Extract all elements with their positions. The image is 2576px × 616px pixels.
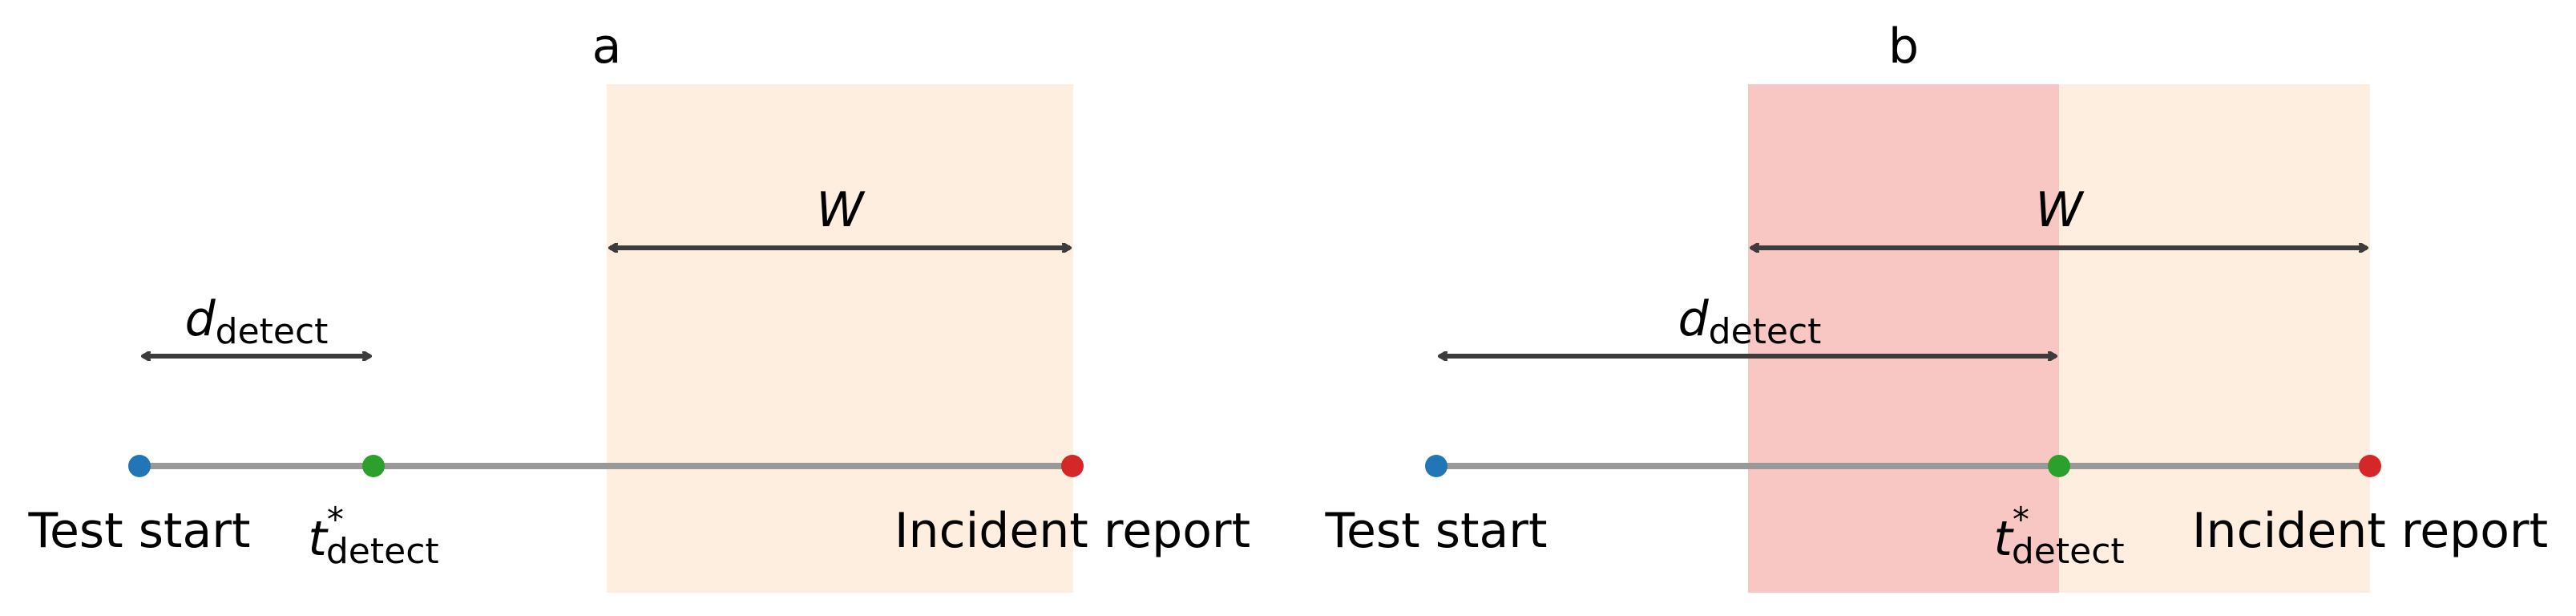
window-region-b: [2059, 84, 2370, 593]
panel-label-b: b: [1888, 18, 1919, 75]
start-label-b: Test start: [1325, 503, 1548, 559]
incident-label-b: Incident report: [2192, 503, 2548, 559]
panel-label-a: a: [592, 18, 622, 75]
window-label-a: W: [816, 182, 866, 238]
window-region-a: [607, 84, 1073, 593]
panel-a: a W ddetect Test start t*detect Incident…: [28, 18, 1250, 593]
overlap-region-b: [1748, 84, 2059, 593]
window-label-b: W: [2035, 182, 2085, 238]
detect-point-b: [2048, 455, 2070, 477]
start-label-a: Test start: [28, 503, 251, 559]
incident-label-a: Incident report: [894, 503, 1250, 559]
detect-point-a: [362, 455, 385, 477]
start-point-a: [128, 455, 151, 477]
start-point-b: [1425, 455, 1447, 477]
tdetect-label-a: t*detect: [308, 500, 438, 572]
incident-point-b: [2359, 455, 2381, 477]
panel-b: b W ddetect Test start t*detect Incident…: [1325, 18, 2548, 593]
incident-point-a: [1061, 455, 1084, 477]
tdetect-label-b: t*detect: [1993, 500, 2124, 572]
detect-label-b: ddetect: [1678, 291, 1822, 352]
detect-label-a: ddetect: [185, 291, 329, 352]
